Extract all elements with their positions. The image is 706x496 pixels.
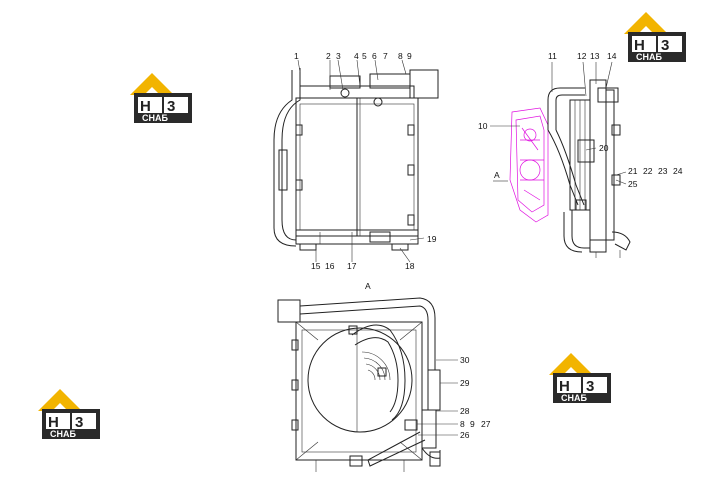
callout-9-bottom: 9	[470, 419, 475, 429]
callout-15: 15	[311, 261, 321, 271]
side-view-leaders	[490, 61, 627, 185]
callout-14: 14	[607, 51, 617, 61]
svg-text:3: 3	[75, 414, 83, 431]
svg-text:СНАБ: СНАБ	[561, 393, 587, 403]
callout-9: 9	[407, 51, 412, 61]
bottom-view-callouts: 30 29 28 8 9 27 26	[460, 355, 491, 440]
callout-10: 10	[478, 121, 488, 131]
callout-11: 11	[548, 51, 557, 61]
callout-22: 22	[643, 166, 653, 176]
brand-logo-left-upper: H 3 СНАБ	[130, 73, 192, 123]
svg-text:СНАБ: СНАБ	[50, 429, 76, 439]
callout-7: 7	[383, 51, 388, 61]
front-view-callouts: 1 2 3 4 5 6 7 8 9 15 16 17 18 19 A	[294, 51, 437, 291]
side-view-label-a: A	[494, 170, 500, 180]
svg-text:H: H	[559, 378, 570, 395]
callout-23: 23	[658, 166, 668, 176]
side-view-drawing	[509, 79, 631, 258]
svg-text:3: 3	[586, 378, 594, 395]
svg-text:СНАБ: СНАБ	[142, 113, 168, 123]
callout-12: 12	[577, 51, 587, 61]
callout-3: 3	[336, 51, 341, 61]
front-view-leaders	[297, 59, 425, 263]
callout-26: 26	[460, 430, 470, 440]
callout-20: 20	[599, 143, 609, 153]
brand-logo-top-right: H 3 СНАБ	[624, 12, 686, 62]
callout-13: 13	[590, 51, 600, 61]
callout-1: 1	[294, 51, 299, 61]
callout-16: 16	[325, 261, 335, 271]
callout-19: 19	[427, 234, 437, 244]
brand-logo-right-lower: H 3 СНАБ	[549, 353, 611, 403]
svg-text:3: 3	[167, 98, 175, 115]
callout-30: 30	[460, 355, 470, 365]
callout-25: 25	[628, 179, 638, 189]
svg-text:H: H	[48, 414, 59, 431]
bottom-view-leaders	[417, 359, 458, 436]
callout-2: 2	[326, 51, 331, 61]
callout-24: 24	[673, 166, 683, 176]
svg-text:3: 3	[661, 37, 669, 54]
callout-18: 18	[405, 261, 415, 271]
callout-21: 21	[628, 166, 638, 176]
svg-text:H: H	[634, 37, 645, 54]
side-view-callouts: 10 11 12 13 14 20 21 22 23 24 25 A	[478, 51, 683, 189]
callout-17: 17	[347, 261, 357, 271]
callout-8: 8	[398, 51, 403, 61]
callout-29: 29	[460, 378, 470, 388]
view-label-a: A	[365, 281, 371, 291]
callout-8-bottom: 8	[460, 419, 465, 429]
callout-5: 5	[362, 51, 367, 61]
brand-logo-left-lower: H 3 СНАБ	[38, 389, 100, 439]
front-view-drawing	[273, 68, 439, 251]
callout-28: 28	[460, 406, 470, 416]
bottom-view-drawing	[277, 297, 441, 472]
svg-text:СНАБ: СНАБ	[636, 52, 662, 62]
callout-27: 27	[481, 419, 491, 429]
callout-4: 4	[354, 51, 359, 61]
callout-6: 6	[372, 51, 377, 61]
svg-text:H: H	[140, 98, 151, 115]
